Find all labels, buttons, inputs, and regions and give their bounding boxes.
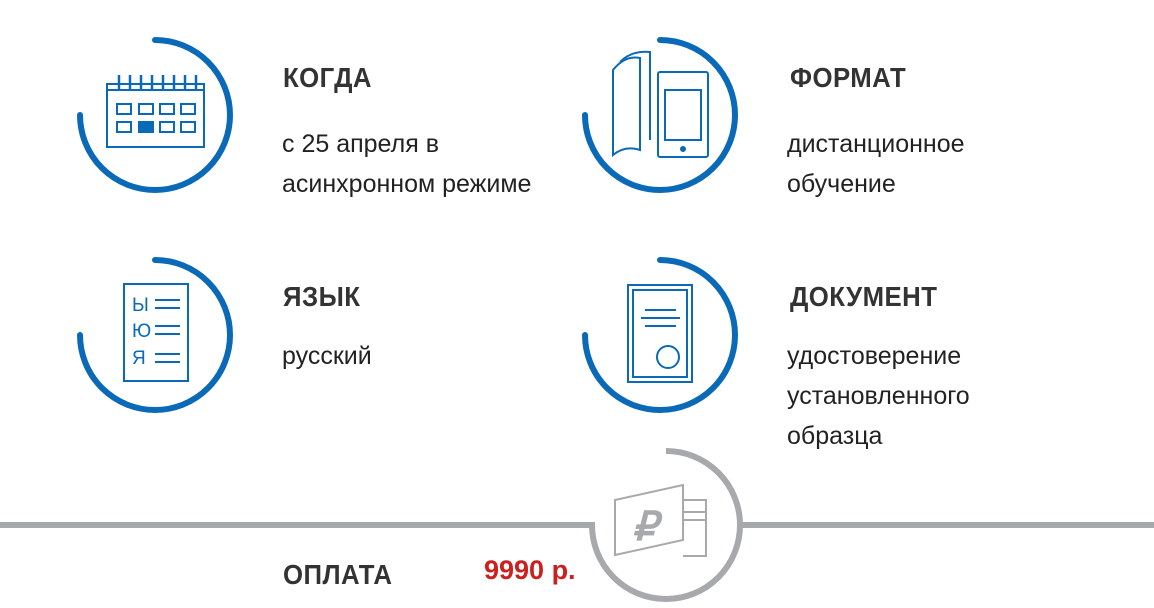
alphabet-list-icon: Ы Ю Я xyxy=(123,283,189,382)
item-line: удостоверение xyxy=(787,342,962,370)
item-line: образца xyxy=(787,422,883,450)
item-line: асинхронном режиме xyxy=(282,170,532,198)
item-title: КОГДА xyxy=(283,62,372,93)
item-text: с 25 апреля в асинхронном режиме xyxy=(282,124,531,204)
item-text: удостоверение установленного образца xyxy=(787,336,970,456)
arc-ring xyxy=(582,257,738,413)
item-title: ФОРМАТ xyxy=(790,62,907,93)
item-text: дистанционное обучение xyxy=(787,124,965,204)
arc-ring xyxy=(582,37,738,193)
item-line: русский xyxy=(282,342,372,370)
svg-text:Ю: Ю xyxy=(132,321,151,342)
item-title: ДОКУМЕНТ xyxy=(790,281,938,312)
item-text: русский xyxy=(282,336,372,376)
item-line: установленного xyxy=(787,382,970,410)
item-line: дистанционное xyxy=(787,130,965,158)
item-line: с 25 апреля в xyxy=(282,130,439,158)
certificate-icon xyxy=(627,284,693,383)
calendar-icon xyxy=(106,75,205,148)
ruble-card-icon: ₽ xyxy=(614,483,707,557)
book-tablet-icon xyxy=(612,50,709,158)
svg-text:Я: Я xyxy=(132,348,146,369)
item-title: ЯЗЫК xyxy=(283,281,361,312)
arc-ring xyxy=(77,257,233,413)
svg-text:Ы: Ы xyxy=(132,295,149,316)
arc-ring xyxy=(77,37,233,193)
price: 9990 р. xyxy=(484,555,576,585)
svg-text:₽: ₽ xyxy=(632,505,663,549)
divider-line xyxy=(0,448,743,602)
payment-title: ОПЛАТА xyxy=(283,559,393,590)
item-line: обучение xyxy=(787,170,896,198)
